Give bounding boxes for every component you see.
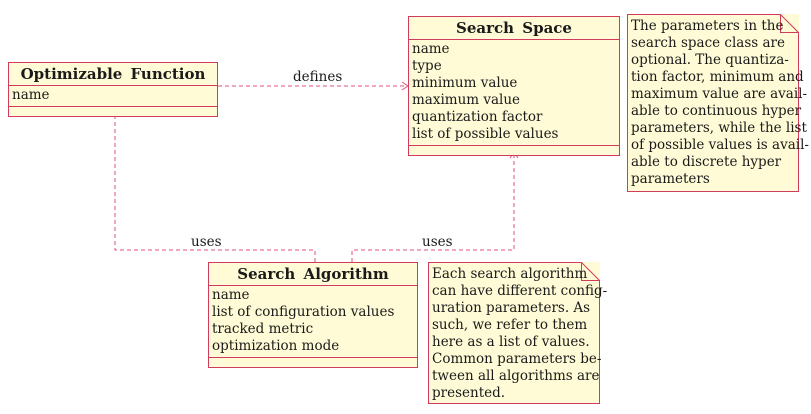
note-line: optional. The quantiza- — [631, 52, 789, 68]
operation-compartment — [209, 358, 417, 367]
class-attribute: name — [212, 287, 250, 303]
attribute-list: name type minimum value maximum value qu… — [409, 40, 619, 146]
operation-compartment — [9, 107, 217, 116]
class-attribute: optimization mode — [212, 338, 340, 354]
note-line: tween all algorithms are — [432, 368, 600, 384]
class-attribute: list of configuration values — [212, 304, 395, 320]
note-line: of possible values is avail- — [631, 137, 809, 153]
note-line: can have different config- — [432, 283, 608, 299]
note-outline — [428, 262, 600, 404]
attribute-list: name — [9, 86, 217, 107]
uses-space-arrow — [351, 152, 515, 262]
note-line: search space class are — [631, 35, 785, 51]
class-attribute: tracked metric — [212, 321, 314, 337]
note-line: here as a list of values. — [432, 334, 590, 350]
class-name: Search Space — [409, 17, 619, 40]
algorithm-note: Each search algorithm can have different… — [428, 262, 608, 404]
class-attribute: type — [412, 58, 442, 74]
optimizable-function-class[interactable]: Optimizable Function name — [8, 62, 218, 117]
note-line: uration parameters. As — [432, 300, 591, 316]
note-line: parameters, while the list — [631, 120, 807, 136]
note-line: able to discrete hyper — [631, 154, 782, 170]
note-line: Each search algorithm — [432, 266, 588, 282]
attribute-list: name list of configuration values tracke… — [209, 286, 417, 358]
class-attribute: minimum value — [412, 75, 518, 91]
note-text: Each search algorithm can have different… — [432, 266, 608, 402]
note-line: such, we refer to them — [432, 317, 588, 333]
note-line: presented. — [432, 385, 506, 401]
note-line: maximum value are avail- — [631, 86, 808, 102]
note-line: able to continuous hyper — [631, 103, 802, 119]
class-name: Search Algorithm — [209, 263, 417, 286]
class-attribute: list of possible values — [412, 126, 559, 142]
class-attribute: name — [12, 87, 50, 103]
defines-label: defines — [293, 69, 343, 85]
note-line: parameters — [631, 171, 710, 187]
uses-function-label: uses — [191, 234, 222, 250]
search-algorithm-class[interactable]: Search Algorithm name list of configurat… — [208, 262, 418, 368]
note-text: The parameters in the search space class… — [631, 18, 809, 188]
note-line: tion factor, minimum and — [631, 69, 804, 85]
class-name: Optimizable Function — [9, 63, 217, 86]
note-line: Common parameters be- — [432, 351, 602, 367]
class-attribute: maximum value — [412, 92, 521, 108]
note-outline — [627, 14, 799, 192]
search-space-note: The parameters in the search space class… — [627, 14, 809, 192]
search-space-class[interactable]: Search Space name type minimum value max… — [408, 16, 620, 156]
class-attribute: quantization factor — [412, 109, 543, 125]
operation-compartment — [409, 146, 619, 155]
class-attribute: name — [412, 41, 450, 57]
uses-space-label: uses — [422, 234, 453, 250]
note-line: The parameters in the — [631, 18, 784, 34]
uses-function-arrow — [114, 110, 316, 262]
